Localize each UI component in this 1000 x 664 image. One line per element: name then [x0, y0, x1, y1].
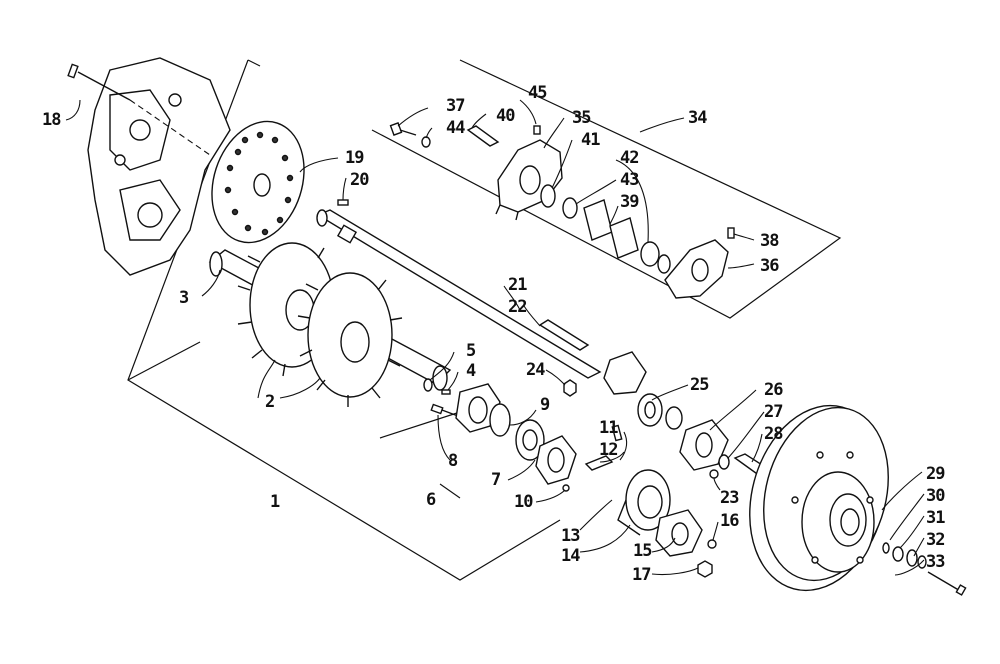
bleeder-45: [533, 125, 541, 135]
part-label-42: 42: [620, 148, 640, 168]
bearing-9: [489, 403, 545, 461]
part-label-5: 5: [466, 341, 476, 361]
part-label-45: 45: [528, 83, 548, 103]
part-label-39: 39: [620, 192, 640, 212]
part-label-40: 40: [496, 106, 516, 126]
part-label-24: 24: [526, 360, 546, 380]
key-12: [584, 455, 614, 471]
leader-lines: [65, 99, 925, 576]
part-label-16: 16: [720, 511, 740, 531]
drive-sprocket-2: [237, 242, 403, 407]
group-frame-34: [371, 59, 842, 319]
caliper-35: [495, 139, 563, 221]
part-label-23: 23: [720, 488, 740, 508]
part-label-13: 13: [561, 526, 581, 546]
chaincase-housing: [87, 57, 231, 276]
piston-41: [540, 184, 556, 208]
nut-24: [563, 379, 577, 397]
part-label-31: 31: [926, 508, 946, 528]
part-label-25: 25: [690, 375, 710, 395]
bolt-23: [709, 469, 719, 479]
nut-17: [697, 560, 713, 578]
part-label-15: 15: [633, 541, 653, 561]
flange-housing-7: [455, 383, 501, 433]
part-label-34: 34: [688, 108, 708, 128]
pin-4: [441, 389, 451, 395]
washer-30: [892, 546, 904, 562]
part-label-12: 12: [599, 440, 619, 460]
part-label-17: 17: [632, 565, 652, 585]
part-label-3: 3: [179, 288, 189, 308]
part-label-37: 37: [446, 96, 466, 116]
part-label-18: 18: [42, 110, 62, 130]
part-label-28: 28: [764, 424, 784, 444]
part-label-7: 7: [491, 470, 501, 490]
bearing-25: [603, 351, 683, 430]
flange-10: [535, 435, 577, 492]
part-label-33: 33: [926, 552, 946, 572]
part-label-27: 27: [764, 402, 784, 422]
key-22: [538, 319, 590, 351]
part-label-2: 2: [265, 392, 275, 412]
caliper-36: [664, 239, 729, 299]
part-label-14: 14: [561, 546, 581, 566]
part-label-11: 11: [599, 418, 619, 438]
part-label-32: 32: [926, 530, 946, 550]
part-label-38: 38: [760, 231, 780, 251]
part-label-44: 44: [446, 118, 466, 138]
part-label-9: 9: [540, 395, 550, 415]
piston-42: [640, 241, 671, 274]
seal-27: [718, 454, 730, 470]
part-label-22: 22: [508, 297, 528, 317]
flange-26: [679, 419, 729, 471]
cover-15: [655, 509, 703, 557]
part-label-30: 30: [926, 486, 946, 506]
brake-pad-39: [583, 199, 639, 259]
part-label-20: 20: [350, 170, 370, 190]
bearing-housing-13: [617, 469, 671, 536]
part-label-41: 41: [581, 130, 601, 150]
part-label-4: 4: [466, 361, 476, 381]
part-label-6: 6: [426, 490, 436, 510]
brake-disc-19: [211, 120, 305, 244]
seal-43: [562, 197, 578, 219]
part-label-36: 36: [760, 256, 780, 276]
bolt-8: [430, 403, 459, 417]
pin-11: [611, 424, 623, 442]
part-label-35: 35: [572, 108, 592, 128]
part-label-19: 19: [345, 148, 365, 168]
shaft-21: [316, 209, 602, 379]
part-label-8: 8: [448, 451, 458, 471]
washer-29: [882, 542, 890, 554]
bolt-18: [67, 63, 131, 101]
bolt-37: [389, 122, 417, 136]
key-20: [337, 199, 349, 206]
group-frame-6: [379, 411, 461, 439]
washer-44: [421, 136, 431, 148]
part-label-21: 21: [508, 275, 528, 295]
bolt-33: [927, 571, 967, 596]
bolt-16: [707, 539, 717, 549]
pin-40: [466, 125, 500, 147]
part-label-43: 43: [620, 170, 640, 190]
part-label-1: 1: [270, 492, 280, 512]
washer-5: [423, 378, 433, 392]
bleeder-38: [727, 227, 735, 239]
part-label-29: 29: [926, 464, 946, 484]
brake-rotor: [749, 404, 889, 592]
part-label-26: 26: [764, 380, 784, 400]
part-label-10: 10: [514, 492, 534, 512]
